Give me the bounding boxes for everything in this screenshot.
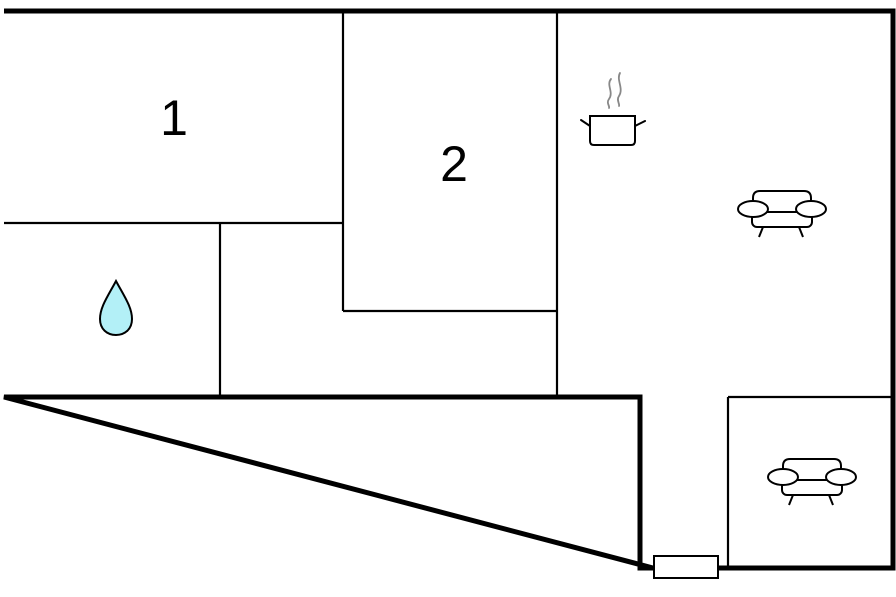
interior-walls	[4, 11, 893, 568]
room-label-1: 1	[160, 90, 188, 146]
pot-handle-right	[634, 120, 646, 127]
cooking-pot-icon	[580, 72, 646, 146]
room-label-2: 2	[440, 136, 468, 192]
water-drop-icon	[98, 278, 134, 337]
exterior-walls	[3, 8, 896, 571]
door-icon	[653, 555, 719, 579]
sofa-icon	[767, 458, 857, 506]
pot-body	[589, 115, 636, 146]
sofa-icon	[737, 190, 827, 238]
steam-line-right	[616, 72, 622, 107]
pot-handle-left	[580, 119, 591, 127]
steam-line-left	[606, 78, 612, 109]
